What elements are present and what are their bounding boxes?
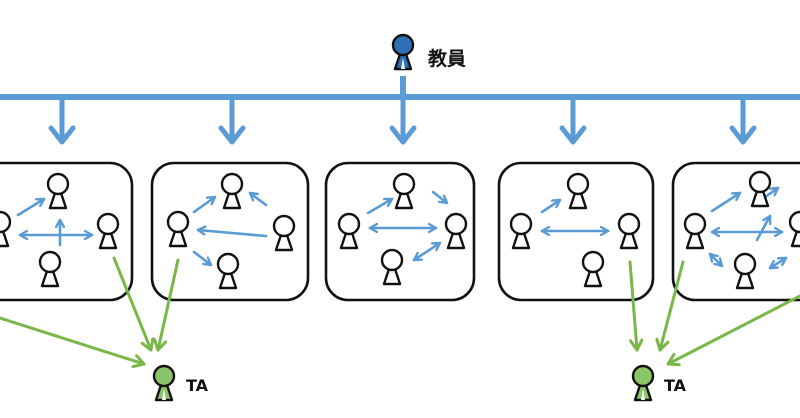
student-15 [617, 212, 641, 250]
interaction-arrow-5 [196, 230, 268, 238]
ta-label-left: TA [186, 376, 209, 395]
student-8 [216, 252, 240, 290]
interaction-arrow-14 [710, 191, 742, 213]
student-4 [38, 250, 62, 288]
students [0, 170, 800, 290]
student-18 [748, 170, 772, 208]
student-19 [788, 210, 800, 248]
report-arrow-3 [158, 258, 180, 352]
distribution-arrowhead-2 [218, 125, 246, 145]
group-box-4 [497, 161, 655, 302]
ta-label-right: TA [664, 376, 687, 395]
ta-person-icon-left [152, 364, 176, 402]
student-11 [444, 212, 468, 250]
teacher-label: 教員 [428, 48, 467, 70]
report-arrows [0, 256, 800, 364]
group-boxes [0, 161, 800, 302]
interaction-arrow-10 [431, 190, 449, 205]
group-box-5 [671, 161, 800, 302]
report-arrow-6 [666, 294, 800, 364]
distribution-arrowhead-4 [559, 125, 587, 145]
student-7 [272, 214, 296, 252]
distribution-arrowhead-5 [729, 125, 757, 145]
student-3 [96, 212, 120, 250]
interaction-arrow-19 [768, 256, 788, 270]
interaction-arrow-6 [248, 191, 268, 207]
staff-icons [152, 33, 655, 402]
interaction-arrows [16, 186, 788, 270]
report-arrow-2 [112, 256, 151, 352]
distribution-arrowhead-3 [389, 125, 417, 145]
student-14 [566, 172, 590, 210]
student-16 [581, 250, 605, 288]
interaction-arrow-12 [540, 198, 562, 214]
student-20 [733, 252, 757, 290]
distribution-arrowhead-1 [48, 125, 76, 145]
student-10 [392, 172, 416, 210]
ta-person-icon-right [631, 364, 655, 402]
report-arrow-5 [660, 260, 685, 352]
student-2 [46, 172, 70, 210]
student-6 [220, 172, 244, 210]
interaction-arrow-17 [755, 214, 770, 242]
interaction-arrow-7 [192, 250, 213, 267]
distribution-arrows [48, 97, 757, 145]
report-arrow-4 [628, 260, 637, 352]
group-box-3 [324, 161, 476, 302]
group-box-2 [150, 161, 310, 302]
report-arrow-1 [0, 316, 146, 364]
teacher-person-icon [391, 33, 415, 71]
student-12 [380, 248, 404, 286]
interaction-arrow-1 [16, 197, 46, 217]
student-17 [683, 212, 707, 250]
student-1 [0, 210, 12, 248]
interaction-arrow-9 [366, 197, 394, 215]
interaction-arrow-4 [192, 195, 217, 214]
student-9 [337, 212, 361, 250]
student-13 [509, 212, 533, 250]
student-5 [166, 210, 190, 248]
interaction-arrow-11 [412, 241, 442, 262]
group-box-1 [0, 161, 134, 302]
interaction-arrow-18 [708, 252, 724, 268]
